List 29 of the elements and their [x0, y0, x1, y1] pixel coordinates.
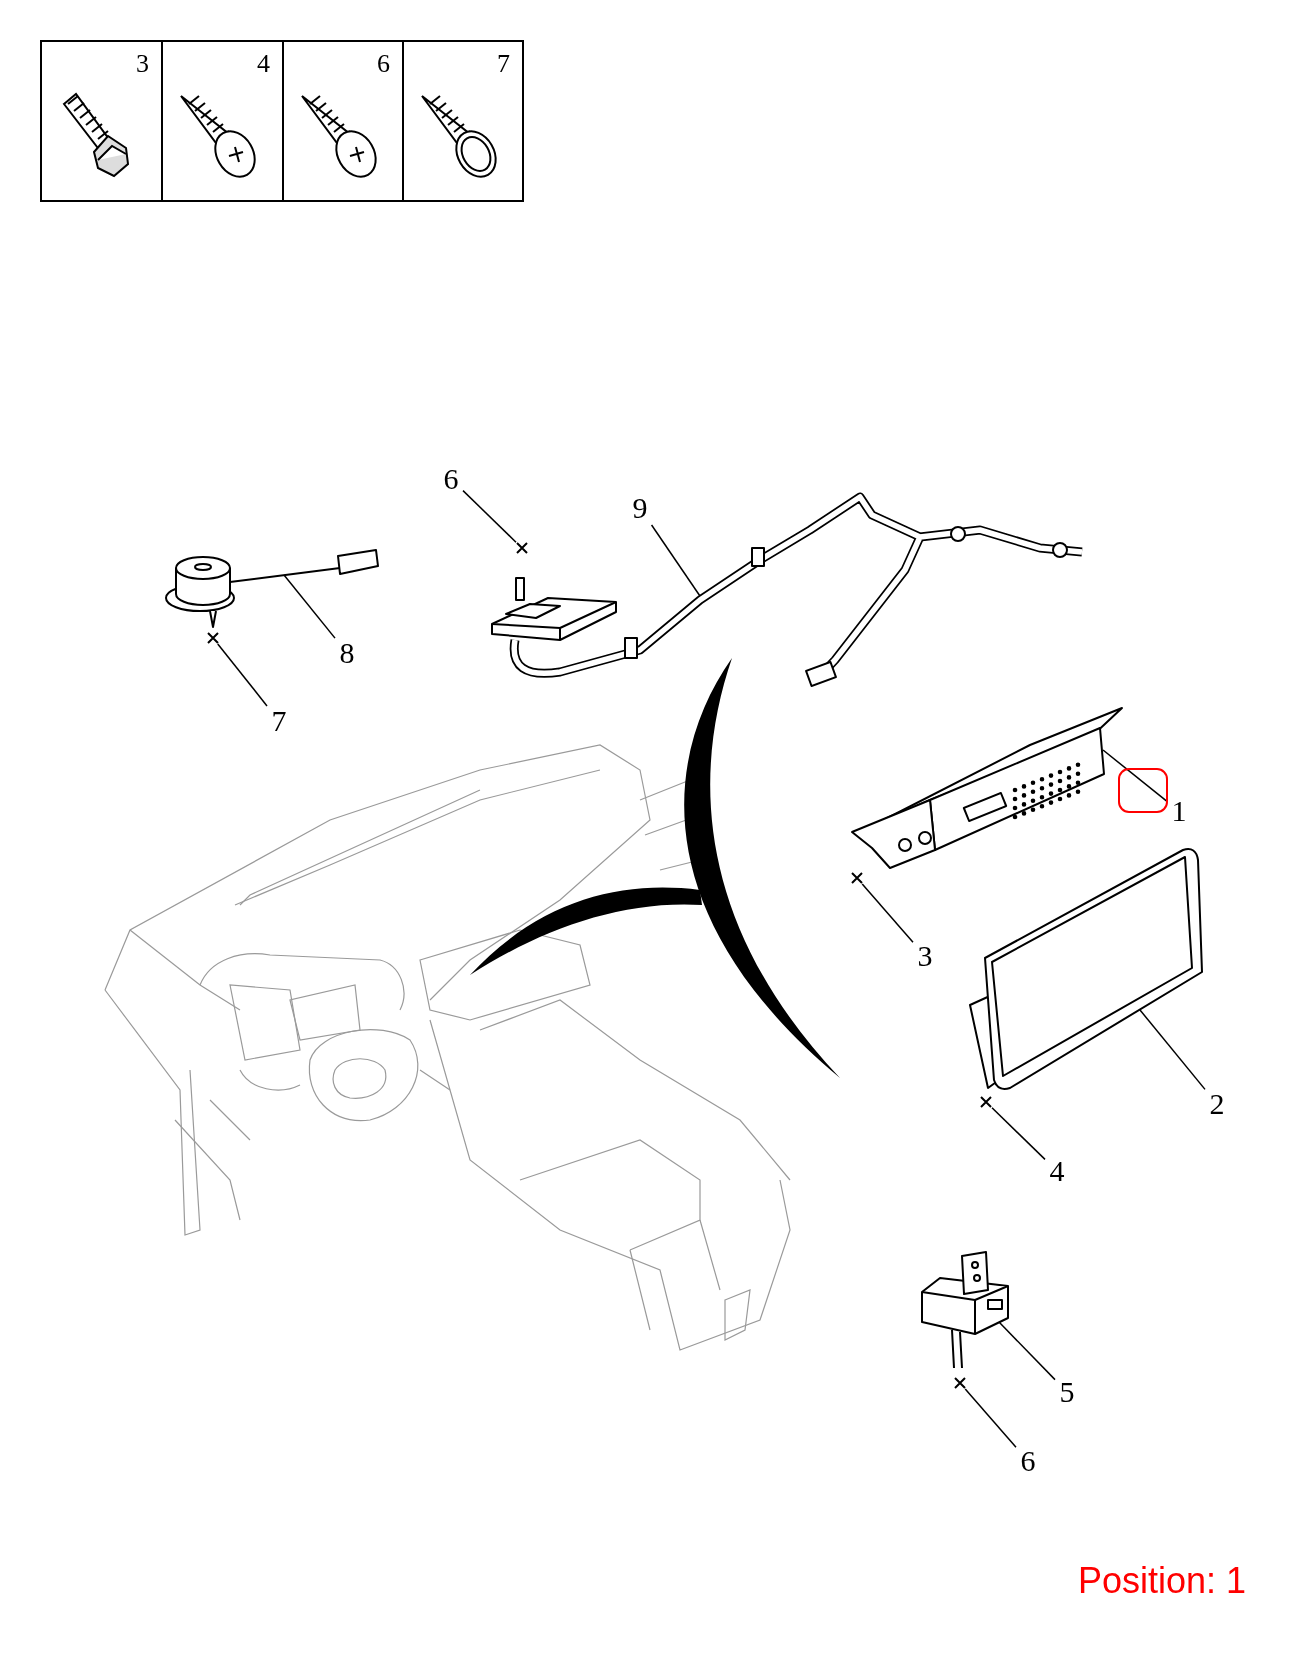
leader-line — [998, 1321, 1056, 1381]
callout-number: 3 — [913, 939, 937, 973]
cross-mark — [851, 872, 863, 884]
cross-mark — [207, 632, 219, 644]
callout-number: 2 — [1205, 1087, 1229, 1121]
part-number: 3 — [136, 50, 149, 78]
callout-number: 9 — [628, 491, 652, 525]
part-number: 6 — [377, 50, 390, 78]
display-screen-drawing — [967, 848, 1204, 1092]
callout-number: 6 — [439, 462, 463, 496]
leader-line — [1139, 1009, 1206, 1091]
position-note: Position: 1 — [1078, 1560, 1247, 1602]
leader-line — [283, 574, 336, 639]
leader-line — [861, 883, 914, 943]
callout-number: 1 — [1167, 794, 1191, 828]
radio-unit-drawing — [848, 705, 1126, 870]
part-number: 4 — [257, 50, 270, 78]
leader-line — [217, 643, 268, 707]
leader-line — [991, 1107, 1046, 1161]
callout-number: 5 — [1055, 1375, 1079, 1409]
cross-mark — [954, 1377, 966, 1389]
callout-number: 4 — [1045, 1154, 1069, 1188]
part-number: 7 — [497, 50, 510, 78]
callout-number: 7 — [267, 704, 291, 738]
cross-mark — [980, 1096, 992, 1108]
callout-number: 8 — [335, 636, 359, 670]
leader-line — [964, 1388, 1017, 1448]
leader-line — [462, 489, 517, 543]
callout-number: 6 — [1016, 1444, 1040, 1478]
